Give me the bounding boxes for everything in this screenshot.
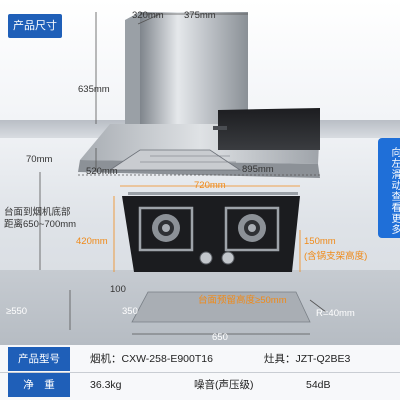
swipe-left-tab[interactable]: 向左滑动查看更多 xyxy=(378,138,400,238)
cutout-margin-label: 100 xyxy=(110,284,126,295)
noise-label: 噪音(声压级) xyxy=(194,379,254,391)
left-knob xyxy=(199,251,213,265)
cooktop-model-value: 灶具：JZT-Q2BE3 xyxy=(264,353,351,365)
cooktop-height-note: (含锅支架高度) xyxy=(304,251,368,262)
cutout-width-label: 650 xyxy=(212,332,228,343)
hood-model-value: 烟机：CXW-258-E900T16 xyxy=(90,353,213,365)
spec-divider xyxy=(0,372,400,373)
install-distance-value: 距离650~700mm xyxy=(4,219,77,230)
chimney-width-label: 375mm xyxy=(184,10,216,21)
hood-intake-grille xyxy=(108,149,242,171)
left-burner xyxy=(138,206,194,252)
cooktop-width-label: 720mm xyxy=(194,180,226,191)
noise-value: 54dB xyxy=(306,379,331,391)
model-label: 产品型号 xyxy=(8,347,70,371)
hood-depth-label: 320mm xyxy=(132,10,164,21)
right-burner xyxy=(224,206,280,252)
right-knob xyxy=(221,251,235,265)
cooktop-depth-label: 420mm xyxy=(76,236,108,247)
hood-depth-bottom-label: 520mm xyxy=(86,166,118,177)
cooktop-height-value: 150mm xyxy=(304,236,336,247)
cutout-depth-label: 350 xyxy=(122,306,138,317)
cutout-radius-label: R=40mm xyxy=(316,308,355,319)
install-distance-label: 台面到烟机底部 xyxy=(4,207,71,218)
cutout-depth-min-label: ≥550 xyxy=(6,306,28,317)
weight-value: 36.3kg xyxy=(90,379,122,391)
hood-thickness-label: 70mm xyxy=(26,154,53,165)
hood-width-label: 895mm xyxy=(242,164,274,175)
spec-row-model: 产品型号 烟机：CXW-258-E900T16 灶具：JZT-Q2BE3 xyxy=(0,347,400,371)
weight-label: 净 重 xyxy=(8,373,70,397)
countertop-cutout xyxy=(131,291,311,323)
page-title: 产品尺寸 xyxy=(8,14,62,38)
chimney-height-label: 635mm xyxy=(78,84,110,95)
hood-chimney xyxy=(140,12,248,124)
spec-row-weight: 净 重 36.3kg 噪音(声压级) 54dB xyxy=(0,373,400,397)
cutout-clearance-label: 台面预留高度≥50mm xyxy=(198,295,287,306)
hood-glass-panel xyxy=(218,108,320,150)
